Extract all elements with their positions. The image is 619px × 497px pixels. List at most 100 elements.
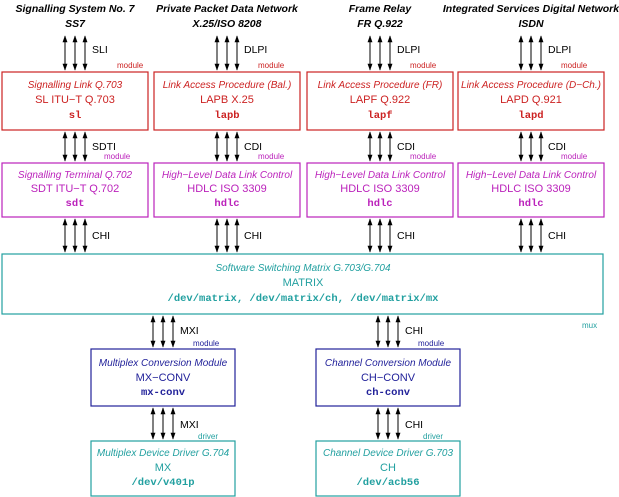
arrows-chi-4	[518, 218, 544, 253]
module-lapb-desc: Link Access Procedure (Bal.)	[163, 80, 292, 91]
module-sl-code: sl	[69, 110, 82, 122]
iface-cdi-3-tag: module	[561, 152, 588, 161]
iface-cdi-2-label: CDI	[397, 141, 415, 153]
iface-sli-label: SLI	[92, 44, 108, 56]
module-sl-box	[1, 71, 149, 131]
module-lapd-name: LAPD Q.921	[500, 94, 562, 106]
driver-ch-name: CH	[380, 462, 396, 474]
iface-cdi-3-label: CDI	[548, 141, 566, 153]
module-lapd-desc: Link Access Procedure (D−Ch.)	[461, 80, 601, 91]
arrows-mxi	[150, 315, 176, 348]
iface-chi-2-label: CHI	[244, 230, 262, 242]
module-hdlc-2-name: HDLC ISO 3309	[340, 183, 419, 195]
driver-mx-code: /dev/v401p	[131, 477, 194, 489]
arrows-dlpi-3	[518, 35, 544, 71]
module-sdt-desc: Signalling Terminal Q.702	[18, 170, 133, 181]
matrix-mux-tag: mux	[582, 321, 597, 330]
arrows-sdti	[62, 131, 88, 162]
module-lapf-box	[306, 71, 454, 131]
module-ch-conv-code: ch-conv	[366, 387, 411, 399]
matrix-code: /dev/matrix, /dev/matrix/ch, /dev/matrix…	[168, 293, 440, 305]
header-fr-title: Frame Relay	[349, 3, 413, 15]
arrows-chi-3	[367, 218, 393, 253]
iface-dlpi-3-tag: module	[561, 61, 588, 70]
module-hdlc-1-name: HDLC ISO 3309	[187, 183, 266, 195]
iface-dlpi-1-label: DLPI	[244, 44, 267, 56]
module-sdt-code: sdt	[66, 198, 85, 210]
iface-cdi-2-tag: module	[410, 152, 437, 161]
iface-chi-lower-label: CHI	[405, 325, 423, 337]
module-lapd-box	[457, 71, 605, 131]
module-hdlc-3-code: hdlc	[518, 198, 543, 210]
driver-ch-box	[315, 440, 461, 497]
module-lapf-name: LAPF Q.922	[350, 94, 411, 106]
arrows-cdi-3	[518, 131, 544, 162]
module-mx-conv-box	[90, 348, 236, 407]
driver-mx-desc: Multiplex Device Driver G.704	[97, 448, 230, 459]
iface-sli-tag: module	[117, 61, 144, 70]
arrows-cdi-1	[214, 131, 240, 162]
iface-mxi-driver-label: MXI	[180, 419, 199, 431]
arrows-dlpi-2	[367, 35, 393, 71]
module-lapb-box	[153, 71, 301, 131]
matrix-desc: Software Switching Matrix G.703/G.704	[215, 263, 391, 274]
header-isdn-title: Integrated Services Digital Network	[443, 3, 619, 15]
driver-ch-desc: Channel Device Driver G.703	[323, 448, 453, 459]
arrows-chi-driver	[375, 407, 401, 440]
arrows-chi-1	[62, 218, 88, 253]
arrows-chi-2	[214, 218, 240, 253]
module-hdlc-1-desc: High−Level Data Link Control	[162, 170, 293, 181]
iface-dlpi-2-label: DLPI	[397, 44, 420, 56]
module-mx-conv-name: MX−CONV	[136, 372, 191, 384]
module-hdlc-3-name: HDLC ISO 3309	[491, 183, 570, 195]
module-hdlc-1-code: hdlc	[214, 198, 239, 210]
arrows-dlpi-1	[214, 35, 240, 71]
module-hdlc-3-desc: High−Level Data Link Control	[466, 170, 597, 181]
header-fr-subtitle: FR Q.922	[357, 18, 403, 30]
iface-cdi-1-tag: module	[258, 152, 285, 161]
matrix-box	[1, 253, 604, 315]
header-ss7-subtitle: SS7	[65, 18, 86, 30]
arrows-chi-lower	[375, 315, 401, 348]
module-sl-desc: Signalling Link Q.703	[28, 80, 123, 91]
module-hdlc-2-desc: High−Level Data Link Control	[315, 170, 446, 181]
iface-chi-3-label: CHI	[397, 230, 415, 242]
header-x25-subtitle: X.25/ISO 8208	[192, 18, 262, 30]
module-lapb-name: LAPB X.25	[200, 94, 254, 106]
iface-chi-driver-label: CHI	[405, 419, 423, 431]
iface-cdi-1-label: CDI	[244, 141, 262, 153]
driver-ch-code: /dev/acb56	[356, 477, 419, 489]
driver-mx-name: MX	[155, 462, 172, 474]
module-hdlc-3-box	[457, 162, 605, 218]
module-lapf-desc: Link Access Procedure (FR)	[318, 80, 443, 91]
module-sdt-box	[1, 162, 149, 218]
iface-mxi-tag: module	[193, 339, 220, 348]
matrix-name: MATRIX	[283, 277, 324, 289]
iface-chi-lower-tag: module	[418, 339, 445, 348]
arrows-mxi-driver	[150, 407, 176, 440]
iface-sdti-label: SDTI	[92, 141, 116, 153]
iface-chi-1-label: CHI	[92, 230, 110, 242]
arrows-sli	[62, 35, 88, 71]
iface-mxi-driver-tag: driver	[198, 432, 218, 441]
header-x25-title: Private Packet Data Network	[156, 3, 299, 15]
iface-chi-4-label: CHI	[548, 230, 566, 242]
arrows-cdi-2	[367, 131, 393, 162]
iface-mxi-label: MXI	[180, 325, 199, 337]
module-hdlc-2-box	[306, 162, 454, 218]
iface-dlpi-1-tag: module	[258, 61, 285, 70]
module-sl-name: SL ITU−T Q.703	[35, 94, 115, 106]
module-sdt-name: SDT ITU−T Q.702	[31, 183, 120, 195]
header-isdn-subtitle: ISDN	[518, 18, 544, 30]
iface-dlpi-2-tag: module	[410, 61, 437, 70]
module-mx-conv-code: mx-conv	[141, 387, 186, 399]
module-ch-conv-desc: Channel Conversion Module	[325, 358, 452, 369]
module-lapb-code: lapb	[214, 110, 239, 122]
header-ss7-title: Signalling System No. 7	[15, 3, 135, 15]
iface-sdti-tag: module	[104, 152, 131, 161]
module-hdlc-1-box	[153, 162, 301, 218]
iface-dlpi-3-label: DLPI	[548, 44, 571, 56]
iface-chi-driver-tag: driver	[423, 432, 443, 441]
module-mx-conv-desc: Multiplex Conversion Module	[99, 358, 228, 369]
module-lapd-code: lapd	[518, 110, 543, 122]
